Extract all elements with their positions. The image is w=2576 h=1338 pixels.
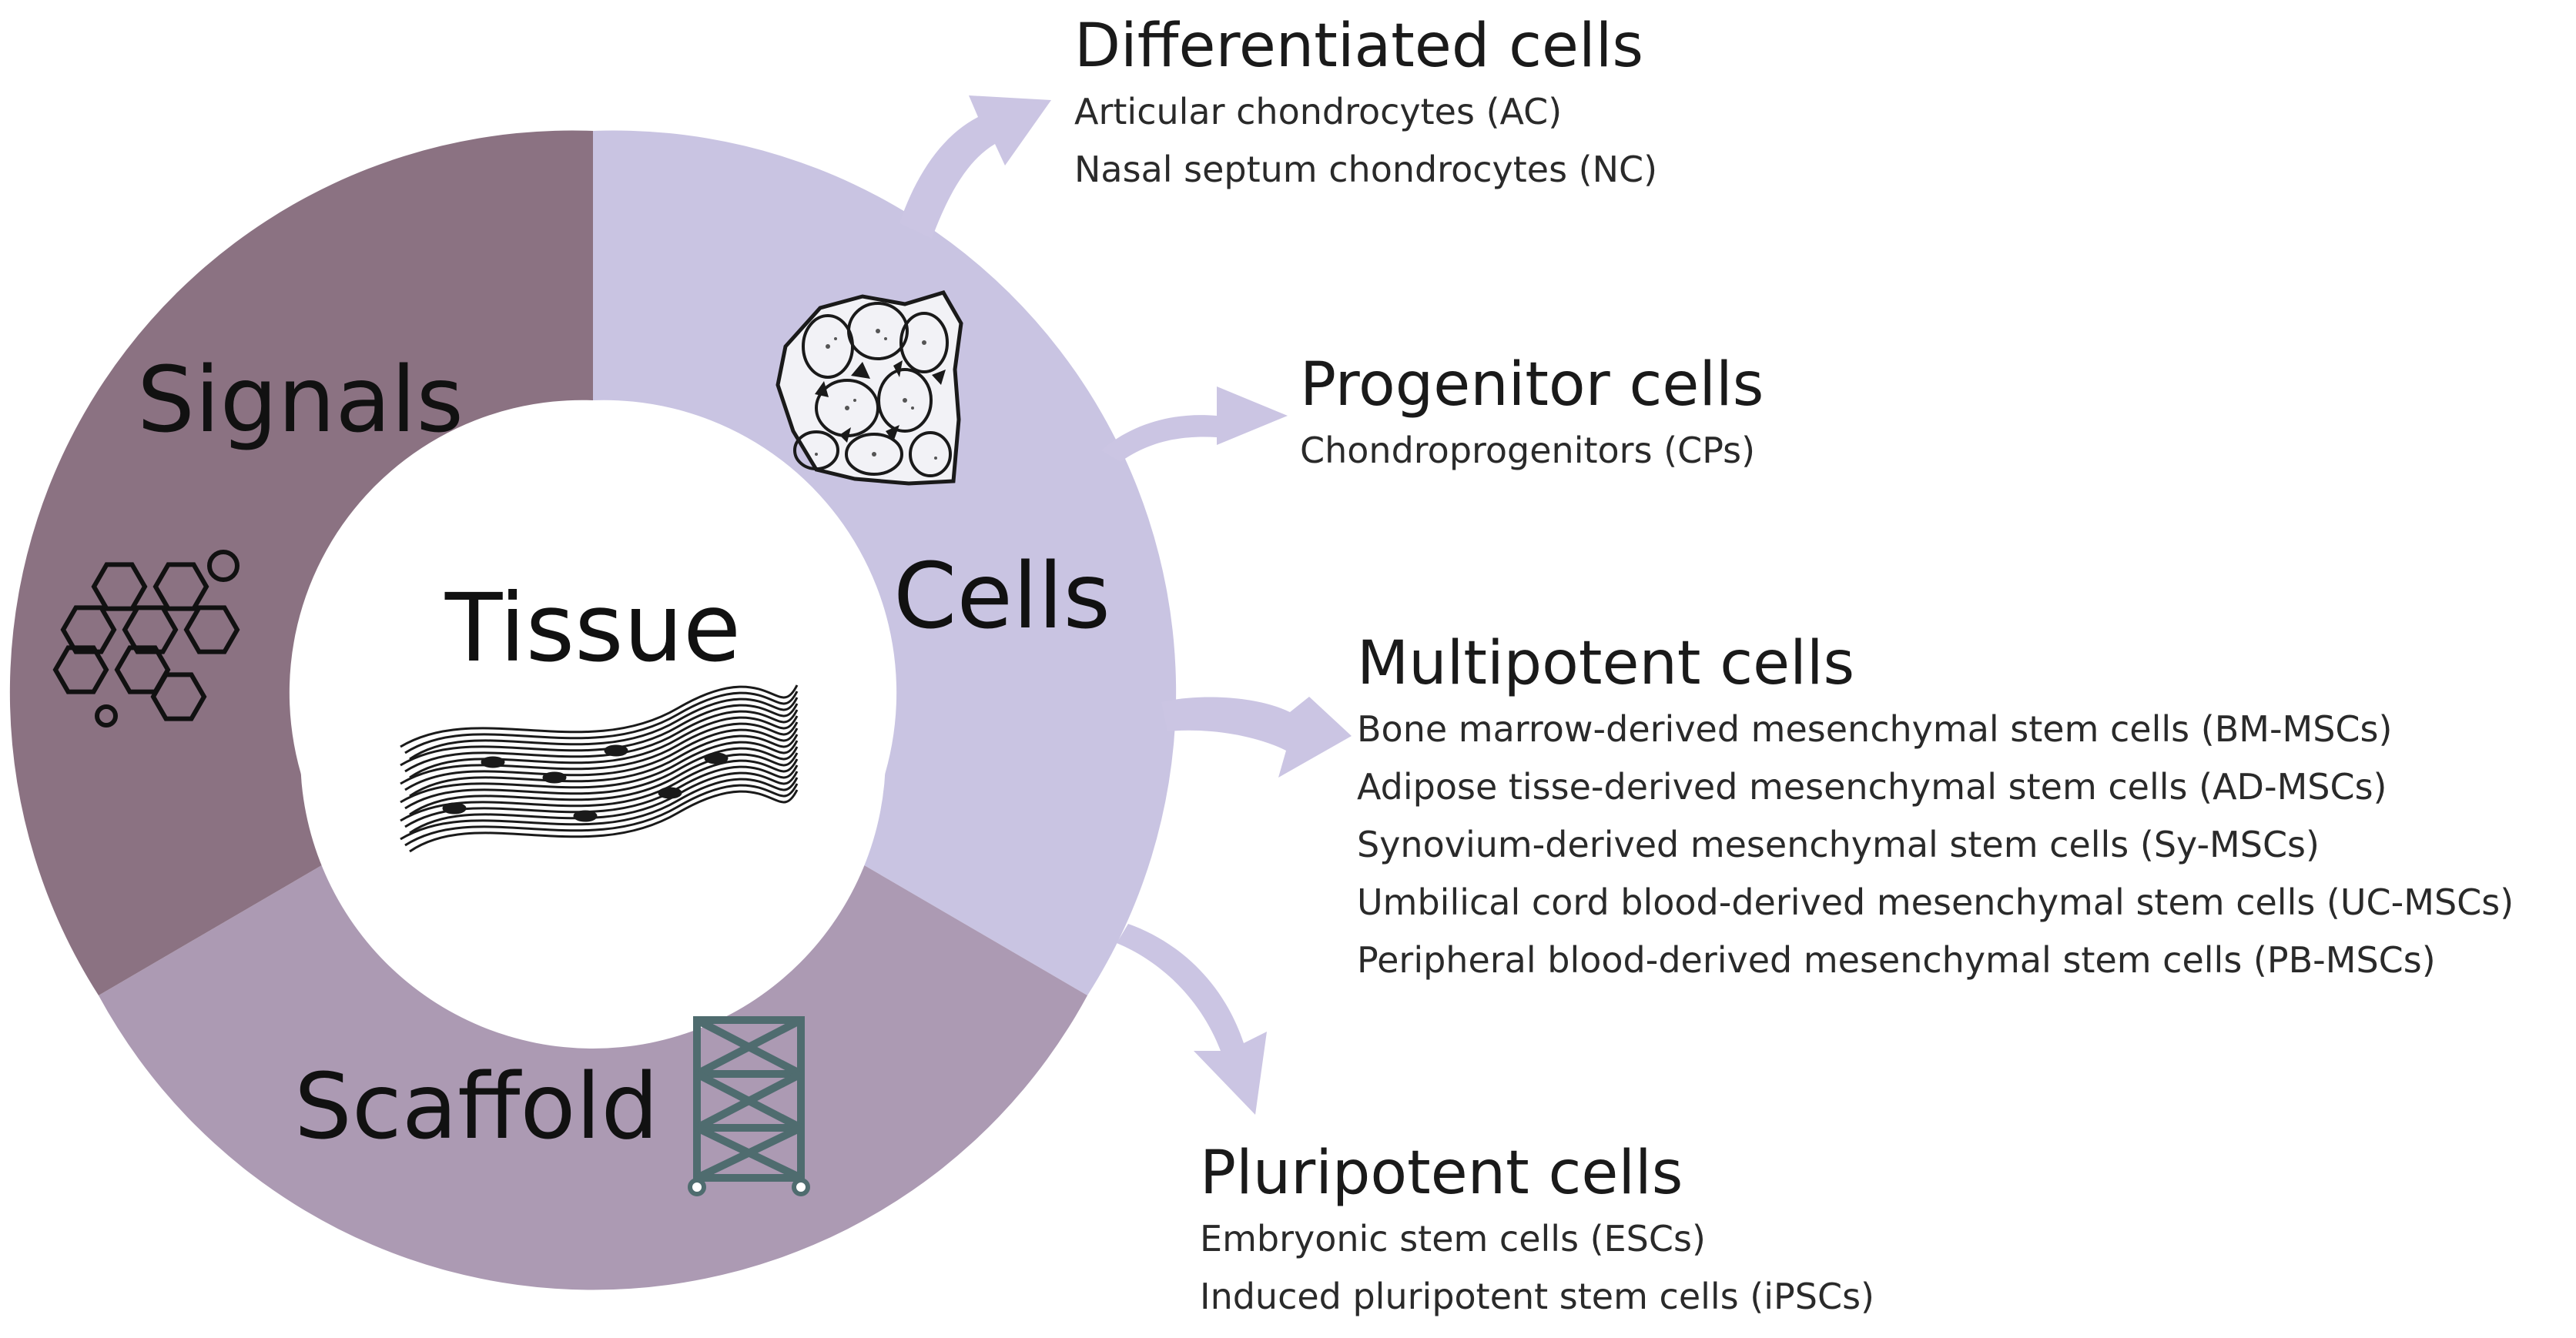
tissue-fiber [400,684,799,748]
hexagon-shape [152,562,209,611]
group-title: Multipotent cells [1357,629,1855,698]
arrow-to-pluripotent [1117,924,1267,1115]
tissue-fiber [409,697,799,761]
hexagon-cluster-icon [52,550,240,728]
tissue-nucleus [704,752,729,764]
tissue-fiber [409,771,799,835]
scaffold-icon [688,1016,810,1196]
progenitor-cells-group: Progenitor cells Chondroprogenitors (CPs… [1300,348,1764,480]
tissue-fiber [404,746,799,810]
pluripotent-cells-group: Pluripotent cells Embryonic stem cells (… [1200,1136,1874,1326]
tissue-nucleus [442,802,467,815]
tissue-fiber [400,777,799,841]
group-item: Embryonic stem cells (ESCs) [1200,1218,1706,1259]
hexagon-shape [91,562,148,611]
tissue-nucleus [604,744,628,757]
tissue-fiber [404,691,799,754]
group-title: Pluripotent cells [1200,1139,1683,1208]
tissue-nucleus [542,771,567,784]
tissue-fiber [409,752,799,816]
arrows [899,95,1352,1115]
tissue-fiber [409,734,799,798]
arrow-to-multipotent [1161,697,1352,778]
signals-label: Signals [137,346,464,453]
scaffold-label: Scaffold [294,1053,658,1159]
group-item: Articular chondrocytes (AC) [1074,91,1563,132]
group-item: Bone marrow-derived mesenchymal stem cel… [1357,708,2393,750]
multipotent-cells-group: Multipotent cells Bone marrow-derived me… [1357,627,2514,989]
group-title: Progenitor cells [1300,350,1764,420]
cells-segment [593,130,1177,995]
group-item: Induced pluripotent stem cells (iPSCs) [1200,1276,1874,1317]
signals-segment [9,130,593,995]
molecule-dot [95,704,118,728]
cartilage-cells-icon [775,290,963,486]
cells-label: Cells [893,543,1110,649]
tissue-fiber [409,789,799,853]
differentiated-cells-group: Differentiated cells Articular chondrocy… [1074,9,1657,199]
tissue-fiber [404,783,799,847]
arrow-to-progenitor [1101,386,1288,462]
tissue-fiber [409,715,799,779]
fibrous-tissue-icon [400,684,799,853]
group-item: Chondroprogenitors (CPs) [1300,430,1756,471]
tissue-nucleus [573,810,598,822]
hexagon-shape [52,645,109,694]
tissue-fiber [400,740,799,804]
scaffold-segment [99,855,1087,1290]
hexagon-shape [122,605,179,654]
tissue-fiber [400,721,799,785]
group-item: Adipose tisse-derived mesenchymal stem c… [1357,766,2387,808]
group-item: Nasal septum chondrocytes (NC) [1074,149,1658,190]
hexagon-shape [183,605,240,654]
tissue-fiber [404,728,799,791]
tissue-fiber [404,709,799,773]
arrow-to-differentiated [899,95,1051,239]
hexagon-shape [60,605,117,654]
group-title: Differentiated cells [1074,12,1644,81]
group-item: Synovium-derived mesenchymal stem cells … [1357,824,2320,865]
molecule-dot [207,550,240,582]
hexagon-shape [150,672,207,721]
tissue-nucleus [658,787,682,799]
group-item: Peripheral blood-derived mesenchymal ste… [1357,939,2436,981]
tissue-nucleus [481,756,505,768]
group-item: Umbilical cord blood-derived mesenchymal… [1357,881,2514,923]
tissue-label: Tissue [444,574,741,683]
tissue-fiber [400,703,799,767]
